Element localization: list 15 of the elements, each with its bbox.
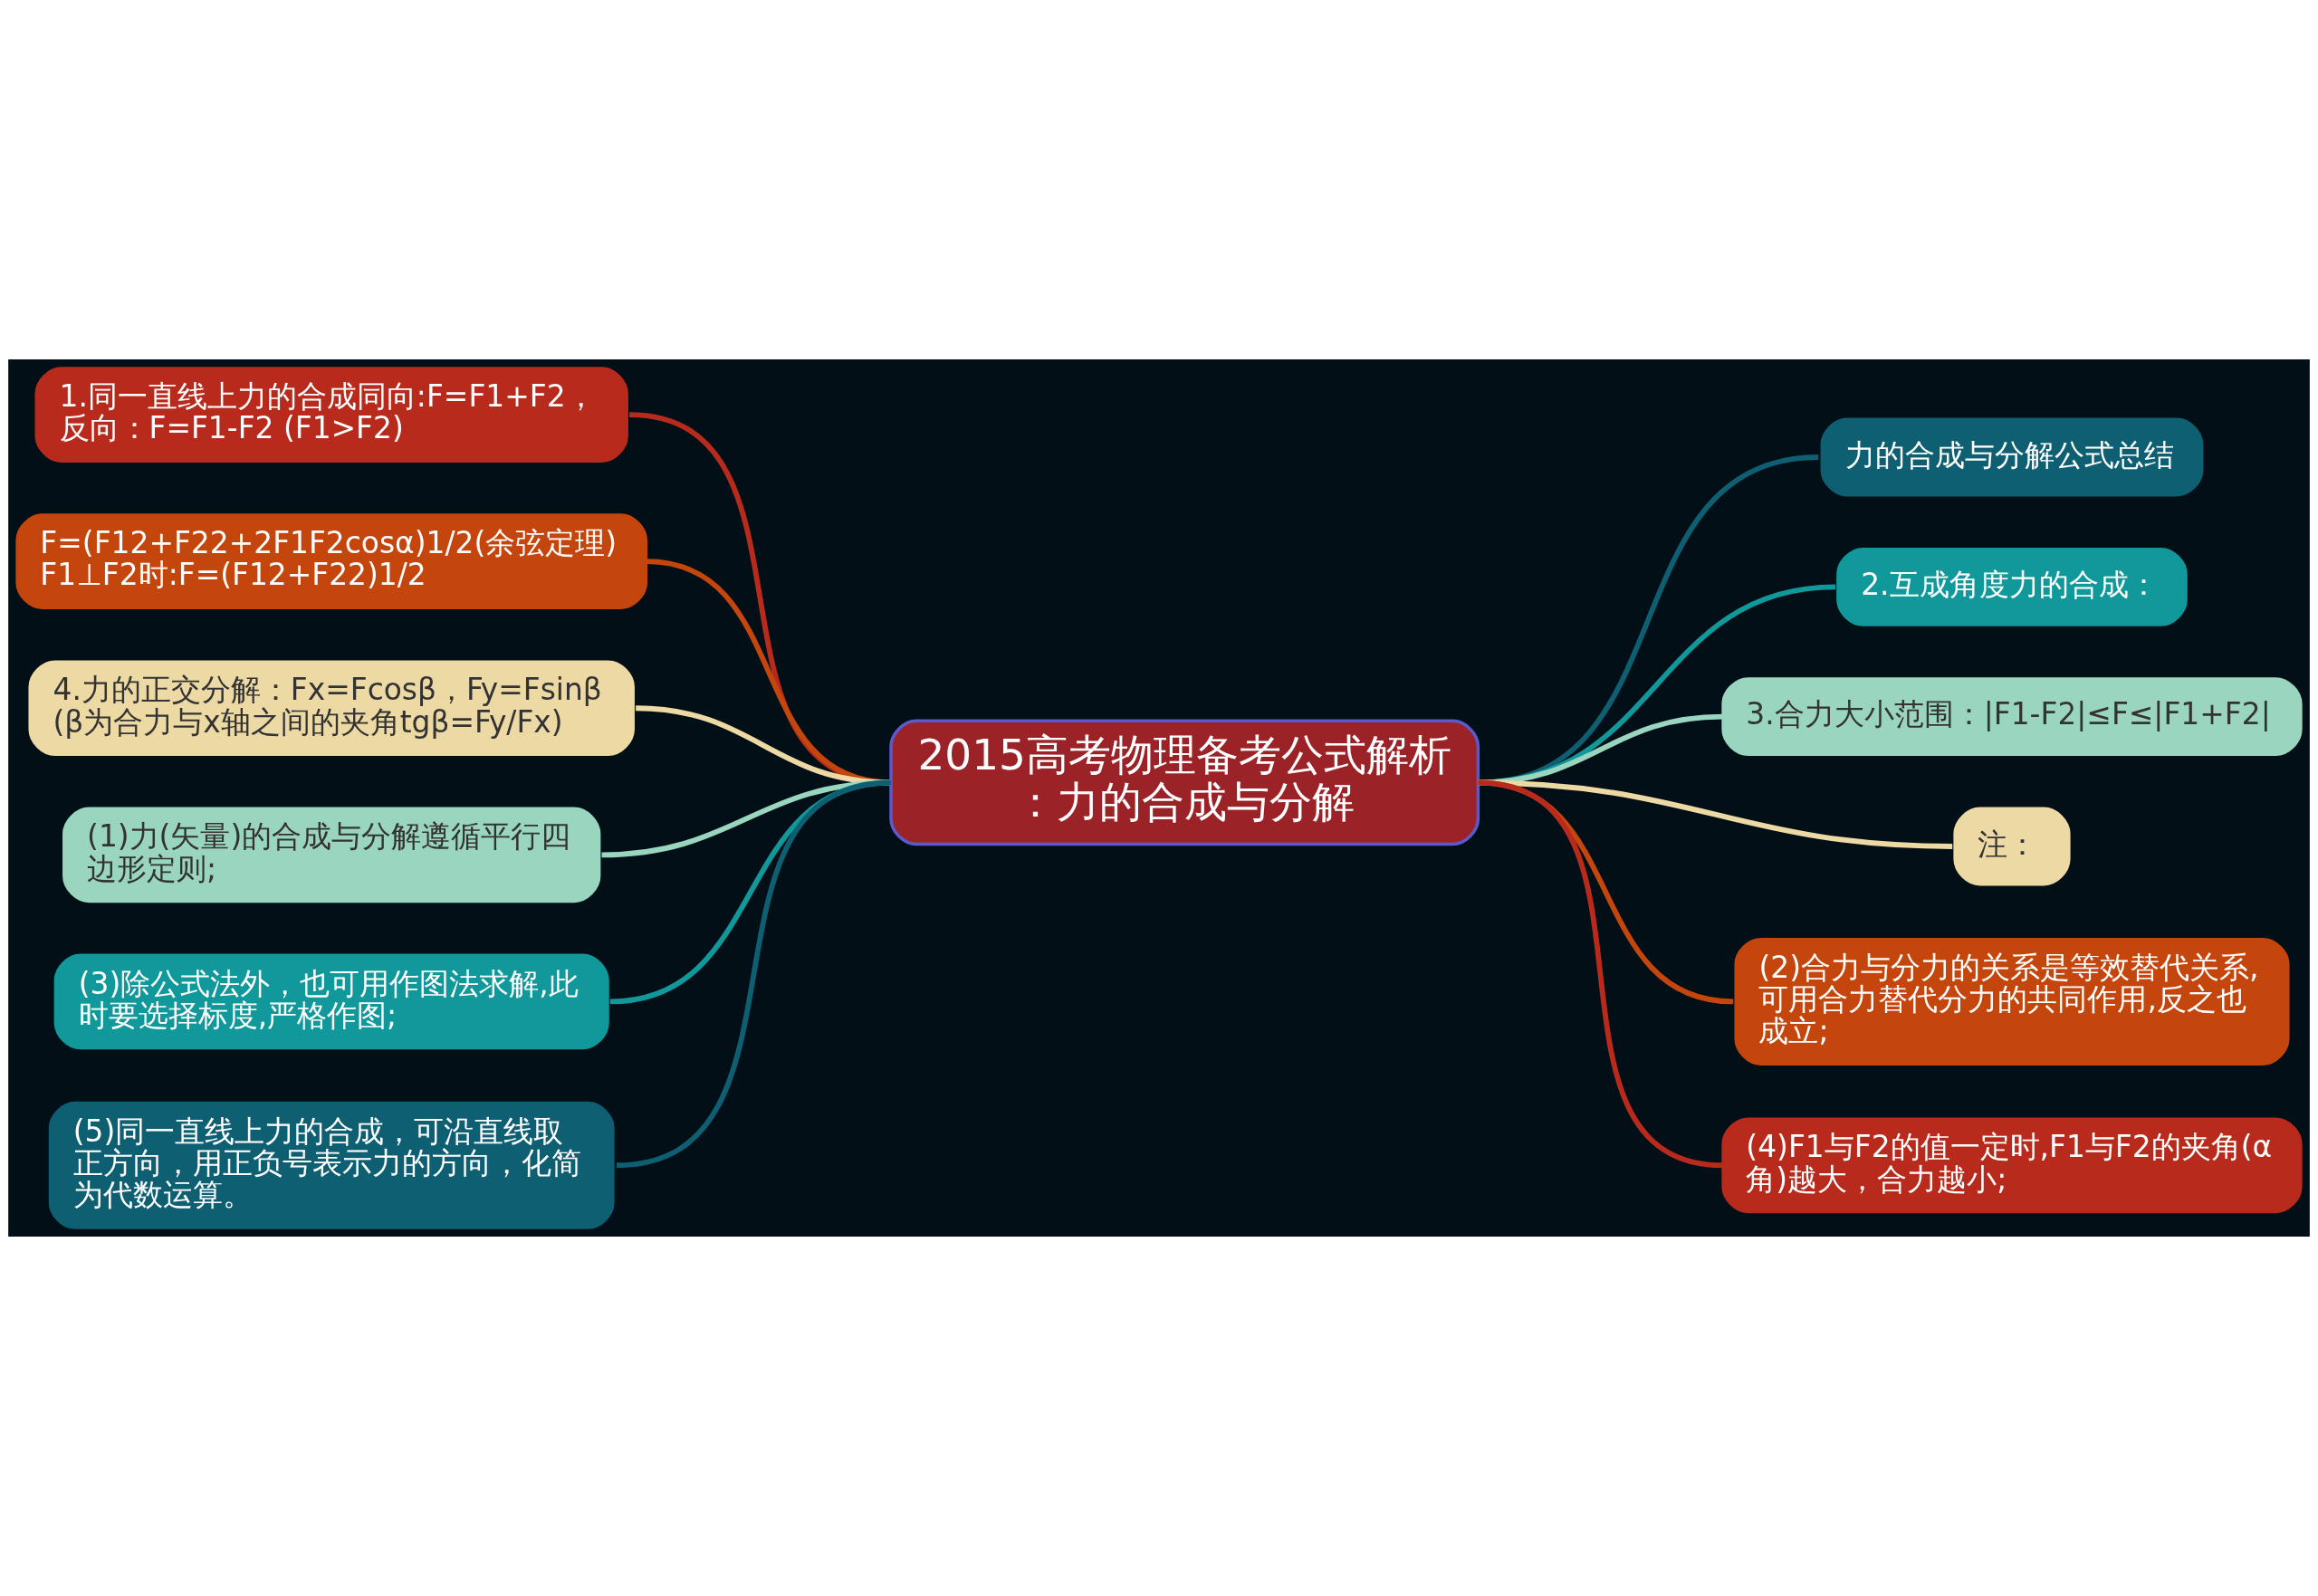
node-box: (1)力(矢量)的合成与分解遵循平行四边形定则; (62, 807, 601, 903)
node-box: F=(F12+F22+2F1F2cosα)1/2(余弦定理) F1⊥F2时:F=(F12+F22)1/2 (15, 513, 648, 609)
node-box: (4)F1与F2的值一定时,F1与F2的夹角(α角)越大，合力越小; (1721, 1117, 2303, 1214)
node-box: 2015高考物理备考公式解析：力的合成与分解 (889, 719, 1480, 846)
node-box: (5)同一直线上力的合成，可沿直线取正方向，用正负号表示力的方向，化简为代数运算。 (48, 1101, 615, 1229)
node-box: 3.合力大小范围：|F1-F2|≤F≤|F1+F2| (1721, 677, 2303, 757)
node-box: (2)合力与分力的关系是等效替代关系,可用合力替代分力的共同作用,反之也成立; (1734, 937, 2290, 1066)
connector (1477, 779, 1723, 1169)
node-box: 力的合成与分解公式总结 (1820, 417, 2204, 497)
node-box: 2.互成角度力的合成： (1836, 547, 2188, 626)
node-box: (3)除公式法外，也可用作图法求解,此时要选择标度,严格作图; (53, 953, 609, 1050)
node-box: 1.同一直线上力的合成同向:F=F1+F2，反向：F=F1-F2 (F1>F2) (34, 367, 628, 463)
node-box: 4.力的正交分解：Fx=Fcosβ，Fy=Fsinβ(β为合力与x轴之间的夹角tgβ=Fy/Fx) (28, 660, 635, 757)
connector (616, 779, 892, 1169)
node-box: 注： (1953, 807, 2071, 886)
